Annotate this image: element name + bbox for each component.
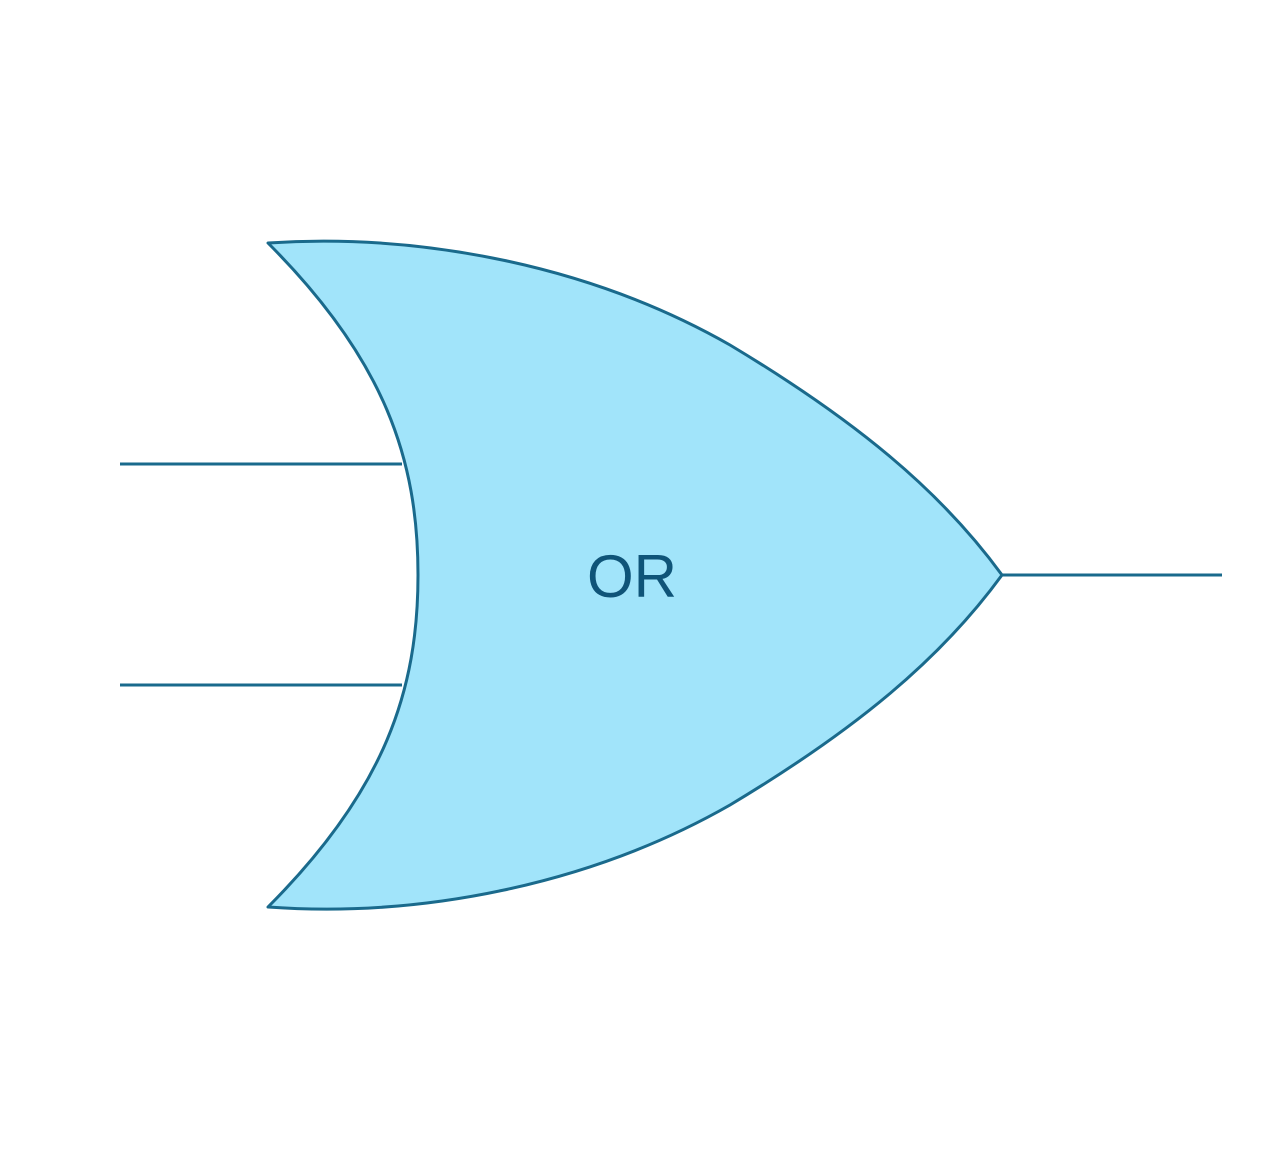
or-gate-body xyxy=(266,239,1004,911)
gate-label: OR xyxy=(587,543,677,610)
